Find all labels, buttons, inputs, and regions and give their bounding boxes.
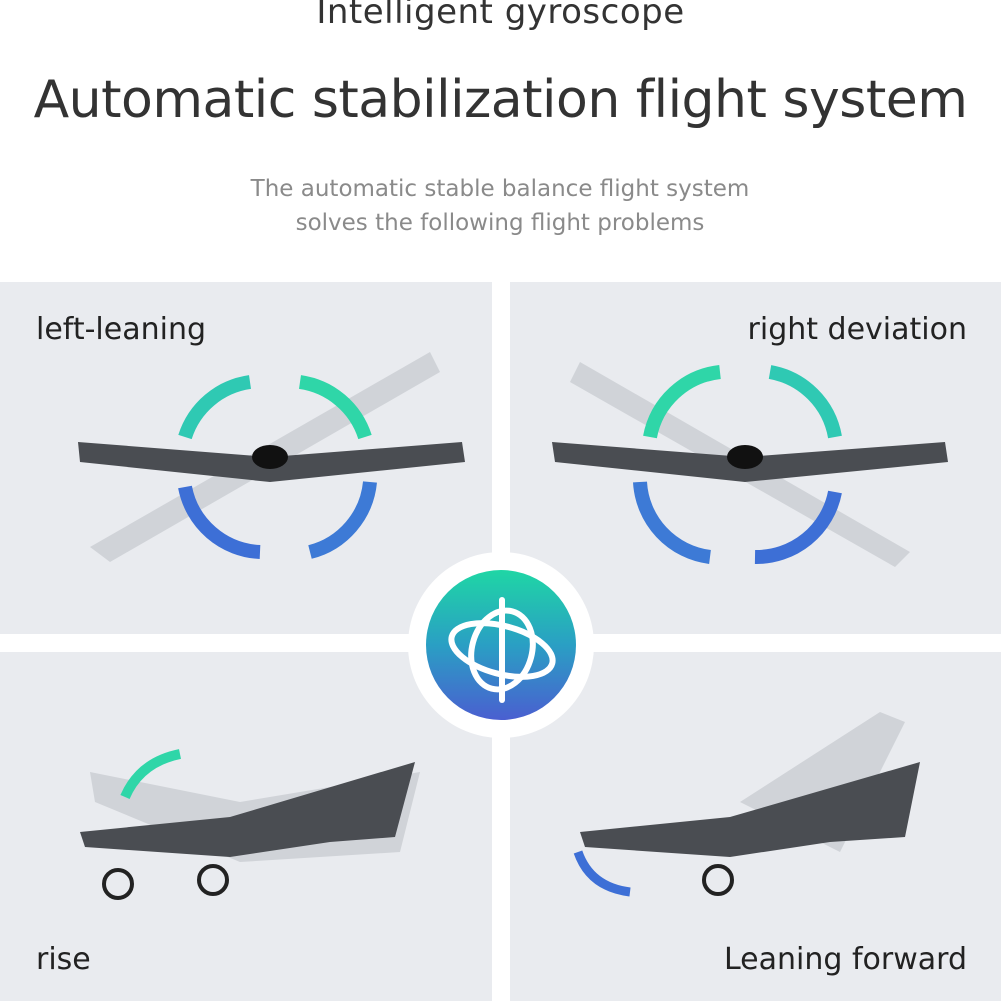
kicker-text: Intelligent gyroscope: [316, 0, 685, 32]
panel-label: rise: [36, 942, 91, 977]
panel-leaning-forward: Leaning forward: [510, 652, 1001, 1001]
panel-label: right deviation: [747, 312, 967, 347]
subtitle: The automatic stable balance flight syst…: [250, 176, 750, 236]
panel-left-leaning: left-leaning: [0, 282, 492, 634]
gyroscope-badge: [408, 552, 594, 738]
plane-roll-right-illustration: [552, 362, 948, 567]
panel-label: left-leaning: [36, 312, 206, 347]
gyroscope-icon: [448, 597, 556, 703]
panel-right-deviation: right deviation: [510, 282, 1001, 634]
page-title: Automatic stabilization flight system: [33, 70, 968, 130]
plane-rise-illustration: [80, 749, 420, 900]
panel-label: Leaning forward: [724, 942, 967, 977]
plane-pitch-down-illustration: [573, 712, 920, 897]
panel-rise: rise: [0, 652, 492, 1001]
plane-roll-left-illustration: [78, 352, 465, 562]
